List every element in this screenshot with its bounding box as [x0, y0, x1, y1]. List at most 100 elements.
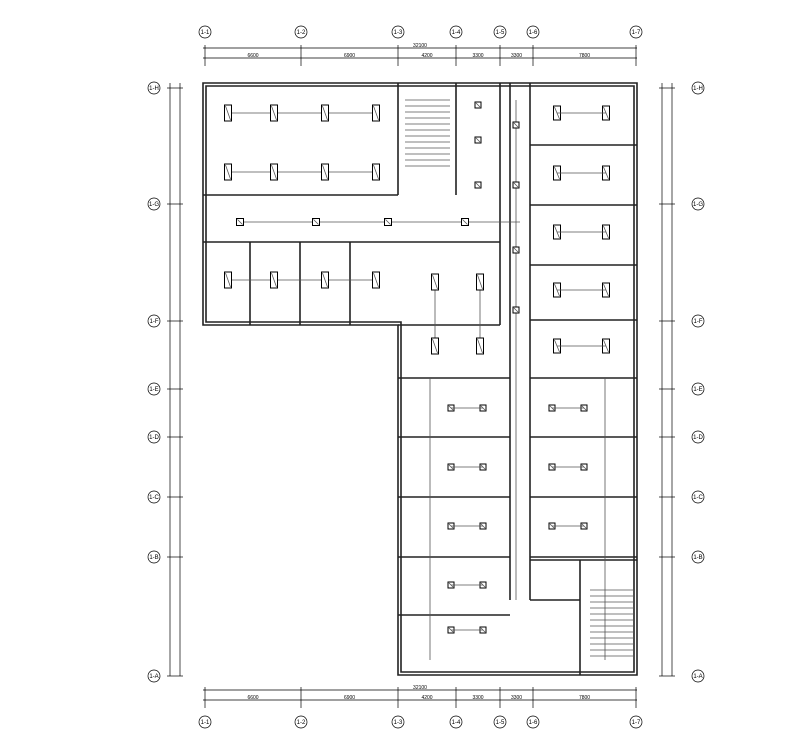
axis-bubble [391, 715, 405, 729]
dimension-segment: 6900 [344, 53, 355, 59]
light-fixture-hatch [385, 219, 391, 225]
axis-label: 1-C [149, 495, 159, 501]
axis-bubble [147, 669, 161, 683]
light-fixture-hatch [432, 338, 438, 354]
light-fixture-hatch [513, 122, 519, 128]
dimension-segment: 3300 [472, 695, 483, 701]
light-fixture-hatch [313, 219, 319, 225]
dimension-segment: 6600 [247, 53, 258, 59]
light-fixture-hatch [462, 219, 468, 225]
axis-label: 1-E [149, 387, 158, 393]
axis-label: 1-3 [394, 30, 403, 36]
axis-label: 1-6 [529, 30, 538, 36]
axis-label: 1-2 [297, 30, 306, 36]
light-fixture-hatch [225, 164, 231, 180]
axis-bubble [691, 430, 705, 444]
stairs [405, 99, 634, 657]
dimension-segment: 3300 [511, 695, 522, 701]
axis-label: 1-1 [201, 720, 210, 726]
light-fixture-hatch [513, 307, 519, 313]
light-fixture-hatch [475, 137, 481, 143]
axis-bubble [147, 382, 161, 396]
dimension-segment: 6600 [247, 695, 258, 701]
axis-bubble [493, 25, 507, 39]
axis-bubble [449, 715, 463, 729]
axis-label: 1-C [693, 495, 703, 501]
axis-label: 1-D [693, 435, 703, 441]
light-fixture-hatch [475, 182, 481, 188]
light-fixtures [224, 100, 610, 634]
room-partitions [249, 144, 637, 660]
axis-label: 1-4 [452, 30, 461, 36]
light-fixture-hatch [477, 274, 483, 290]
light-fixture-hatch [373, 164, 379, 180]
dimension-lines: 32100 6600 6900 4200 3300 3300 7800 32100 6600 69… [167, 43, 675, 708]
dimension-segment: 3300 [511, 53, 522, 59]
light-fixture-hatch [513, 247, 519, 253]
axis-bubble [198, 715, 212, 729]
light-fixture-hatch [271, 105, 277, 121]
dimension-segment: 3300 [472, 53, 483, 59]
axis-label: 1-D [149, 435, 159, 441]
axis-bubble [691, 490, 705, 504]
dimension-total: 32100 [413, 685, 427, 691]
light-fixture-hatch [225, 105, 231, 121]
axis-bubble [147, 550, 161, 564]
axis-label: 1-7 [632, 30, 641, 36]
dimension-segment: 4200 [421, 695, 432, 701]
axis-bubble [198, 25, 212, 39]
axis-label: 1-G [693, 202, 703, 208]
axis-label: 1-5 [496, 30, 505, 36]
axis-bubble [147, 81, 161, 95]
axis-label: 1-2 [297, 720, 306, 726]
axis-bubble [691, 314, 705, 328]
axis-label: 1-H [693, 86, 703, 92]
axis-bubble [147, 430, 161, 444]
dimension-segment: 7800 [579, 53, 590, 59]
axis-label: 1-1 [201, 30, 210, 36]
dimension-segment: 6900 [344, 695, 355, 701]
light-fixture-hatch [322, 105, 328, 121]
axis-label: 1-3 [394, 720, 403, 726]
axis-label: 1-4 [452, 720, 461, 726]
light-fixture-hatch [322, 272, 328, 288]
light-fixture-hatch [373, 105, 379, 121]
light-fixture-hatch [322, 164, 328, 180]
light-fixture-hatch [373, 272, 379, 288]
axis-label: 1-5 [496, 720, 505, 726]
axis-label: 1-E [693, 387, 702, 393]
axis-bubble [526, 715, 540, 729]
axis-label: 1-F [694, 319, 703, 325]
axis-label: 1-A [693, 674, 702, 680]
light-fixture-hatch [475, 102, 481, 108]
axis-label: 1-G [149, 202, 159, 208]
axis-label: 1-A [149, 674, 158, 680]
light-fixture-hatch [225, 272, 231, 288]
axis-bubble [493, 715, 507, 729]
axis-bubble [147, 197, 161, 211]
axis-bubble [449, 25, 463, 39]
axis-bubble [629, 25, 643, 39]
dimension-total: 32100 [413, 43, 427, 49]
axis-bubble [691, 197, 705, 211]
light-fixture-hatch [432, 274, 438, 290]
axis-label: 1-6 [529, 720, 538, 726]
light-fixture-hatch [477, 338, 483, 354]
grid-axes: 1-1 1-1 1-2 1-2 1-3 1-3 1-4 1-4 1-5 1-5 1-6 1-6 1-7 1… [147, 25, 705, 729]
axis-bubble [391, 25, 405, 39]
axis-bubble [147, 314, 161, 328]
axis-label: 1-B [149, 555, 158, 561]
axis-bubble [691, 382, 705, 396]
axis-label: 1-H [149, 86, 159, 92]
axis-bubble [691, 81, 705, 95]
axis-bubble [691, 669, 705, 683]
light-fixture-hatch [271, 272, 277, 288]
axis-bubble [629, 715, 643, 729]
light-fixture-hatch [237, 219, 243, 225]
axis-bubble [294, 25, 308, 39]
axis-bubble [691, 550, 705, 564]
axis-label: 1-F [150, 319, 159, 325]
light-fixture-hatch [271, 164, 277, 180]
dimension-segment: 4200 [421, 53, 432, 59]
axis-bubble [526, 25, 540, 39]
